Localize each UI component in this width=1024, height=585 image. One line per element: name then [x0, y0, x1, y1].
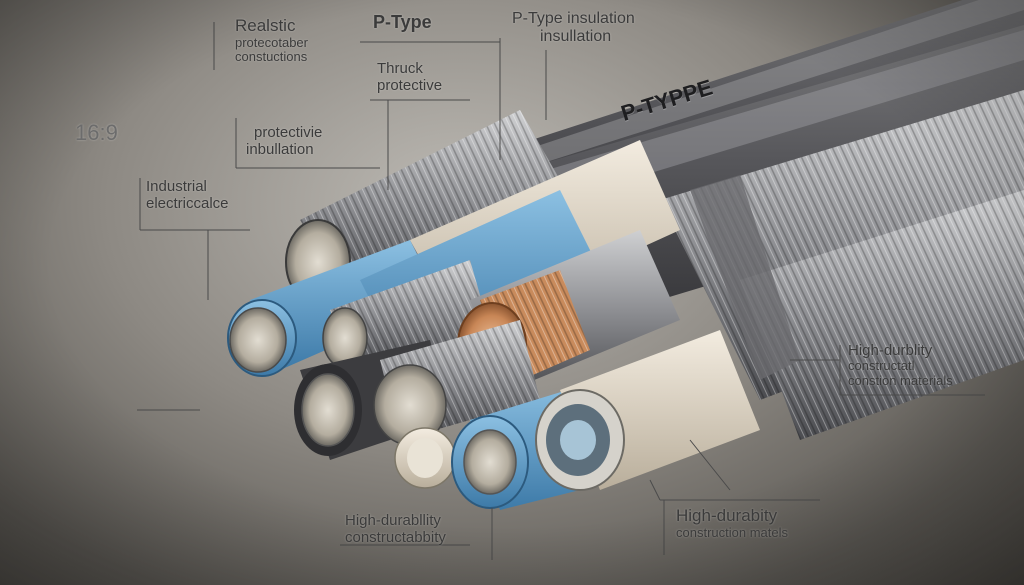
- label-protective-inbulation: protectivie inbullation: [246, 124, 322, 159]
- label-high-durability-right: High-durblity constructatl constion mate…: [848, 342, 953, 389]
- label-line: electriccalce: [146, 195, 229, 213]
- label-line: construction matels: [676, 524, 788, 540]
- label-high-durability-bottom-left: High-durabllity constructabbity: [345, 512, 446, 547]
- label-line: High-durblity: [848, 342, 933, 359]
- label-high-durability-bottom-right: High-durabity construction matels: [676, 506, 788, 540]
- label-realistic-protective: Realstic protecotaber constuctions: [235, 16, 308, 65]
- label-p-type-top: P-Type: [373, 12, 432, 32]
- label-line: constion materials: [848, 373, 953, 389]
- label-p-type-insulation: P-Type insulation insullation: [512, 10, 635, 47]
- label-line: constructatl: [848, 358, 915, 374]
- label-line: insullation: [540, 28, 612, 46]
- label-line: High-durabity: [676, 506, 778, 525]
- label-line: protective: [377, 77, 443, 95]
- label-line: protecotaber: [235, 34, 308, 50]
- label-line: constuctions: [235, 49, 308, 65]
- label-line: constructabbity: [345, 529, 446, 547]
- label-industrial-electrical: Industrial electriccalce: [146, 178, 229, 213]
- label-truck-protective: Thruck protective: [377, 60, 442, 95]
- label-line: inbullation: [246, 141, 314, 159]
- label-line: Realstic: [235, 16, 296, 35]
- label-line: Thruck: [377, 60, 423, 77]
- label-aspect-ratio: 16:9: [75, 120, 118, 145]
- label-line: High-durabllity: [345, 512, 441, 529]
- label-line: P-Type insulation: [512, 10, 635, 27]
- label-line: Industrial: [146, 178, 207, 195]
- label-line: protectivie: [254, 124, 323, 141]
